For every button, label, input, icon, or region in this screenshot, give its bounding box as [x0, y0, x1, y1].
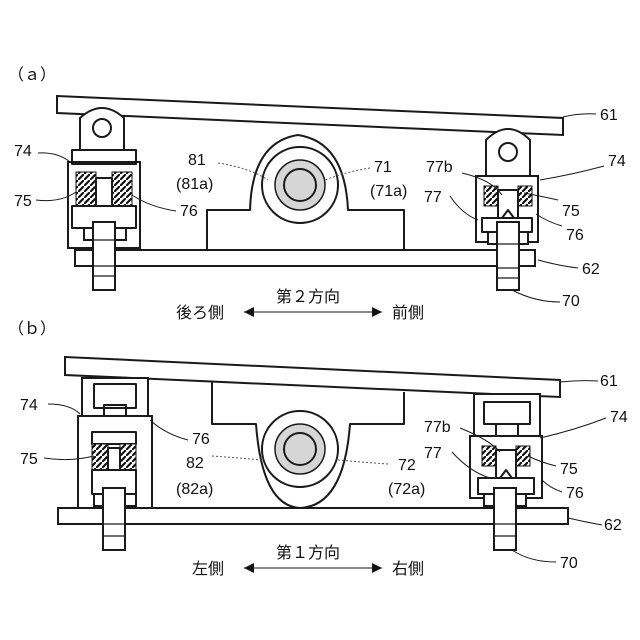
right-mount-74 — [470, 394, 542, 550]
label-81: 81 — [188, 152, 206, 169]
direction-front: 前側 — [392, 303, 424, 322]
label-72: 72 — [398, 457, 416, 474]
left-spring-75a — [92, 444, 108, 470]
left-bolt-b — [103, 488, 125, 550]
bearing-shaft-71 — [275, 160, 325, 210]
label-61: 61 — [600, 373, 618, 390]
label-82: 82 — [186, 455, 204, 472]
left-spring-75b — [120, 444, 136, 470]
direction-2-arrow — [244, 307, 382, 317]
right-bolt-70 — [494, 488, 516, 550]
panel-b-marker: （ｂ） — [8, 319, 56, 338]
label-77b: 77b — [424, 419, 451, 436]
right-lug — [486, 129, 530, 178]
direction-rear: 後ろ側 — [176, 303, 224, 322]
label-75-right: 75 — [560, 461, 578, 478]
left-spring-75b — [112, 172, 132, 206]
panel-a: （ａ） — [8, 65, 626, 322]
label-74-right: 74 — [610, 409, 628, 426]
label-61: 61 — [600, 107, 618, 124]
direction-1-title: 第１方向 — [276, 543, 340, 562]
lower-plate-62 — [58, 508, 568, 524]
label-62: 62 — [604, 517, 622, 534]
left-lug — [80, 108, 124, 150]
right-bolt-70 — [497, 222, 519, 290]
label-76-right: 76 — [566, 485, 584, 502]
label-74-right: 74 — [608, 153, 626, 170]
label-76-left: 76 — [192, 431, 210, 448]
direction-right-side: 右側 — [392, 559, 424, 578]
panel-a-marker: （ａ） — [8, 65, 56, 84]
bearing-shaft-72 — [275, 424, 325, 474]
direction-2-title: 第２方向 — [276, 287, 340, 306]
upper-plate-61 — [57, 96, 563, 135]
label-77: 77 — [424, 189, 442, 206]
panel-b: （ｂ） — [8, 319, 628, 578]
label-74-left: 74 — [14, 143, 32, 160]
label-62: 62 — [582, 261, 600, 278]
label-76-left: 76 — [180, 203, 198, 220]
right-spring-75a — [484, 186, 498, 206]
right-spring-75b — [518, 186, 532, 206]
label-71a: (71a) — [370, 183, 407, 200]
lower-plate-62 — [75, 250, 535, 266]
label-75-left: 75 — [20, 451, 38, 468]
left-spring-75a — [76, 172, 96, 206]
label-82a: (82a) — [176, 481, 213, 498]
left-bolt — [93, 222, 115, 290]
label-75-right: 75 — [562, 203, 580, 220]
label-75-left: 75 — [14, 193, 32, 210]
direction-1-arrow — [244, 563, 382, 573]
label-76-right: 76 — [566, 227, 584, 244]
label-81a: (81a) — [176, 176, 213, 193]
right-spring-75b — [516, 446, 530, 466]
label-70: 70 — [562, 293, 580, 310]
direction-left-side: 左側 — [192, 559, 224, 578]
label-72a: (72a) — [388, 481, 425, 498]
right-spring-75a — [482, 446, 496, 466]
label-71: 71 — [374, 159, 392, 176]
label-74-left: 74 — [20, 397, 38, 414]
label-70: 70 — [560, 555, 578, 572]
label-77: 77 — [424, 445, 442, 462]
label-77b: 77b — [426, 159, 453, 176]
